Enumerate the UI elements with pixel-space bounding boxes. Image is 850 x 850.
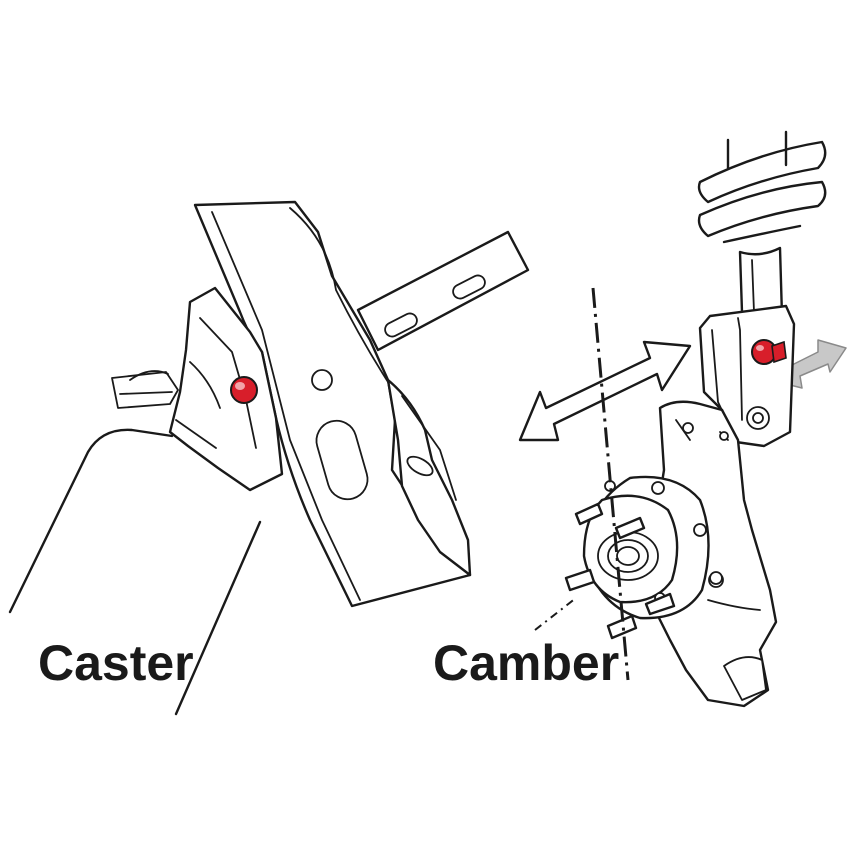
caster-assembly: Caster — [8, 200, 530, 716]
rod-slot-2 — [452, 274, 486, 300]
coil-spring — [697, 130, 827, 244]
caster-label: Caster — [38, 635, 194, 691]
camber-assembly: Camber — [433, 130, 847, 708]
lower-control-arm — [8, 428, 262, 716]
wheel-hub — [582, 475, 723, 620]
camber-label: Camber — [433, 635, 619, 691]
camber-adjust-bolt — [751, 339, 787, 365]
camber-reference-line — [534, 287, 630, 681]
clip — [111, 371, 179, 409]
rod-slot-1 — [384, 312, 418, 338]
knuckle-ear — [723, 656, 767, 701]
bracket-plate — [386, 378, 472, 577]
camber-adjust-arrow-icon — [518, 340, 692, 442]
wheel-studs — [564, 502, 676, 640]
caster-adjust-bolt — [230, 376, 258, 404]
frame-hole — [311, 369, 333, 391]
strut-rod — [356, 230, 530, 352]
bracket-hole — [406, 455, 434, 477]
caster-mount-bracket — [111, 286, 284, 492]
frame-slot — [315, 419, 369, 501]
